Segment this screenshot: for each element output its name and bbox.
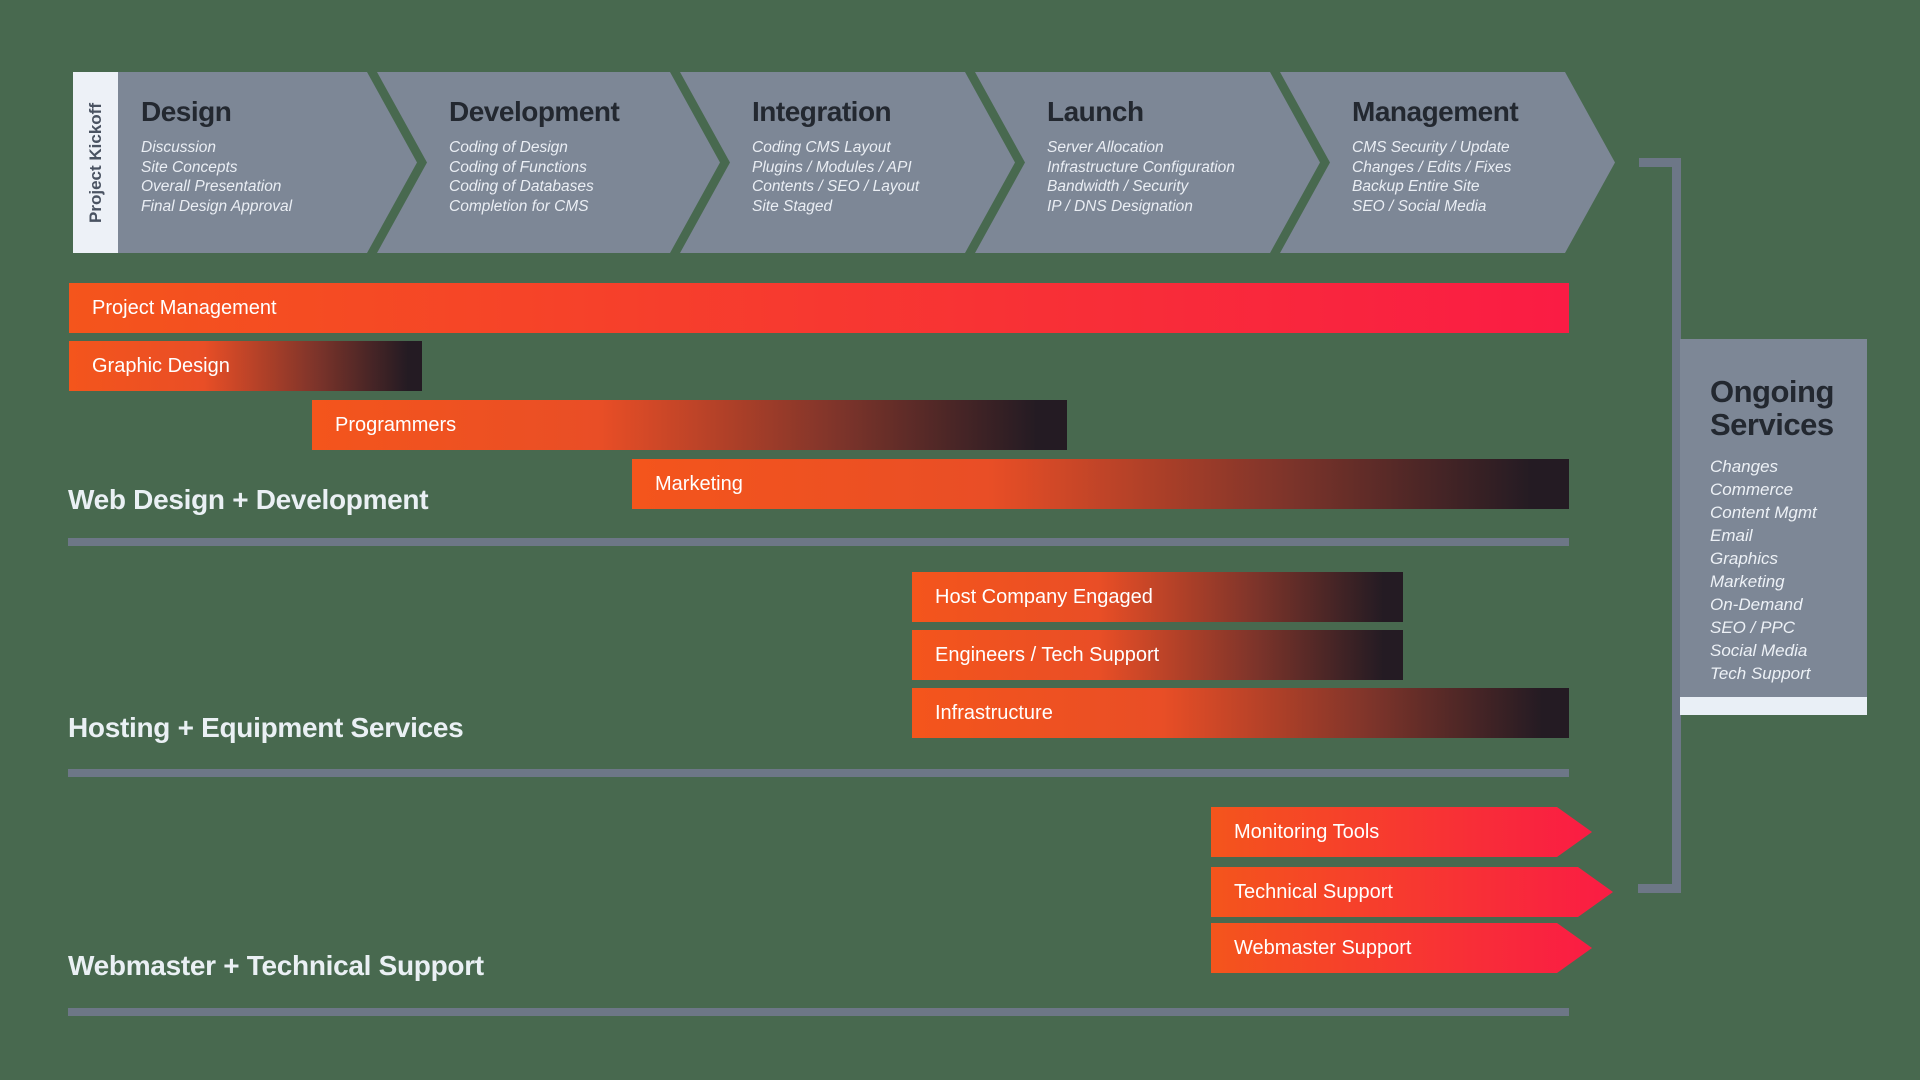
- phase-item: Completion for CMS: [449, 197, 589, 215]
- bar-label: Engineers / Tech Support: [935, 643, 1160, 666]
- phase-item: IP / DNS Designation: [1047, 197, 1193, 215]
- phase-item: Backup Entire Site: [1352, 178, 1480, 195]
- phase-title-integration: Integration: [752, 96, 892, 127]
- phase-item: Coding of Databases: [449, 178, 594, 195]
- bar-engineers-tech-support: Engineers / Tech Support: [912, 630, 1403, 680]
- phase-item: Site Staged: [752, 197, 833, 215]
- bar-label: Project Management: [92, 296, 277, 319]
- section-divider: [68, 1008, 1569, 1016]
- phase-item: Site Concepts: [141, 158, 238, 176]
- ongoing-item: Email: [1710, 526, 1753, 545]
- phase-item: Plugins / Modules / API: [752, 158, 912, 176]
- phase-item: Final Design Approval: [141, 197, 293, 215]
- ongoing-item: Marketing: [1710, 572, 1785, 591]
- ongoing-item: Changes: [1710, 457, 1779, 476]
- phase-chevron-management: Management CMS Security / Update Changes…: [1280, 72, 1615, 253]
- phase-item: Coding of Functions: [449, 158, 587, 176]
- bar-infrastructure: Infrastructure: [912, 688, 1569, 738]
- phase-item: Contents / SEO / Layout: [752, 178, 920, 195]
- phase-item: CMS Security / Update: [1352, 139, 1510, 156]
- bar-label: Graphic Design: [92, 354, 230, 377]
- bar-monitoring-tools: Monitoring Tools: [1211, 807, 1592, 857]
- phase-item: Overall Presentation: [141, 178, 282, 195]
- phase-item: Changes / Edits / Fixes: [1352, 158, 1512, 176]
- section-divider: [68, 538, 1569, 546]
- bar-webmaster-support: Webmaster Support: [1211, 923, 1592, 973]
- section-divider: [68, 769, 1569, 777]
- bar-graphic-design: Graphic Design: [69, 341, 422, 391]
- connector-top-stub: [1639, 158, 1681, 167]
- ongoing-title-line2: Services: [1710, 407, 1834, 442]
- ongoing-item: Content Mgmt: [1710, 503, 1817, 522]
- ongoing-item: On-Demand: [1710, 595, 1803, 614]
- section-label-hosting: Hosting + Equipment Services: [68, 712, 464, 743]
- phase-item: Coding CMS Layout: [752, 139, 891, 156]
- ongoing-services-footer-strip: [1680, 697, 1867, 715]
- connector-vertical-line: [1672, 158, 1681, 893]
- bar-label: Webmaster Support: [1234, 936, 1412, 959]
- ongoing-item: Commerce: [1710, 480, 1794, 499]
- bar-project-management: Project Management: [69, 283, 1569, 333]
- phase-item: Discussion: [141, 139, 216, 156]
- bar-marketing: Marketing: [632, 459, 1569, 509]
- bar-label: Host Company Engaged: [935, 585, 1153, 608]
- bar-label: Infrastructure: [935, 701, 1053, 724]
- bar-technical-support: Technical Support: [1211, 867, 1613, 917]
- phase-title-design: Design: [141, 96, 232, 127]
- ongoing-services-panel: Ongoing Services Changes Commerce Conten…: [1680, 339, 1867, 697]
- project-kickoff-label: Project Kickoff: [85, 102, 105, 223]
- phase-title-development: Development: [449, 96, 620, 127]
- bar-label: Technical Support: [1234, 880, 1393, 903]
- phase-chevron-integration: Integration Coding CMS Layout Plugins / …: [680, 72, 1015, 253]
- phase-item: Server Allocation: [1047, 139, 1164, 156]
- ongoing-item: Social Media: [1710, 641, 1808, 660]
- phase-title-management: Management: [1352, 96, 1519, 127]
- ongoing-item: Tech Support: [1710, 664, 1811, 683]
- bar-label: Marketing: [655, 472, 743, 495]
- phase-item: Coding of Design: [449, 139, 568, 156]
- section-label-webmaster: Webmaster + Technical Support: [68, 950, 484, 981]
- phase-title-launch: Launch: [1047, 96, 1144, 127]
- phase-item: Bandwidth / Security: [1047, 178, 1189, 195]
- phase-chevron-design: Design Discussion Site Concepts Overall …: [118, 72, 417, 253]
- ongoing-item: SEO / PPC: [1710, 618, 1796, 637]
- bar-programmers: Programmers: [312, 400, 1067, 450]
- phase-item: SEO / Social Media: [1352, 197, 1487, 215]
- phase-item: Infrastructure Configuration: [1047, 158, 1235, 176]
- ongoing-services-title: Ongoing Services: [1710, 375, 1867, 441]
- bar-label: Programmers: [335, 413, 457, 436]
- project-kickoff-strip: Project Kickoff: [73, 72, 118, 253]
- connector-bottom-stub: [1638, 884, 1681, 893]
- phase-chevron-development: Development Coding of Design Coding of F…: [377, 72, 720, 253]
- ongoing-title-line1: Ongoing: [1710, 374, 1834, 409]
- ongoing-item: Graphics: [1710, 549, 1779, 568]
- section-label-web-design: Web Design + Development: [68, 484, 429, 515]
- phase-chevron-launch: Launch Server Allocation Infrastructure …: [975, 72, 1320, 253]
- bar-host-company-engaged: Host Company Engaged: [912, 572, 1403, 622]
- bar-label: Monitoring Tools: [1234, 820, 1380, 843]
